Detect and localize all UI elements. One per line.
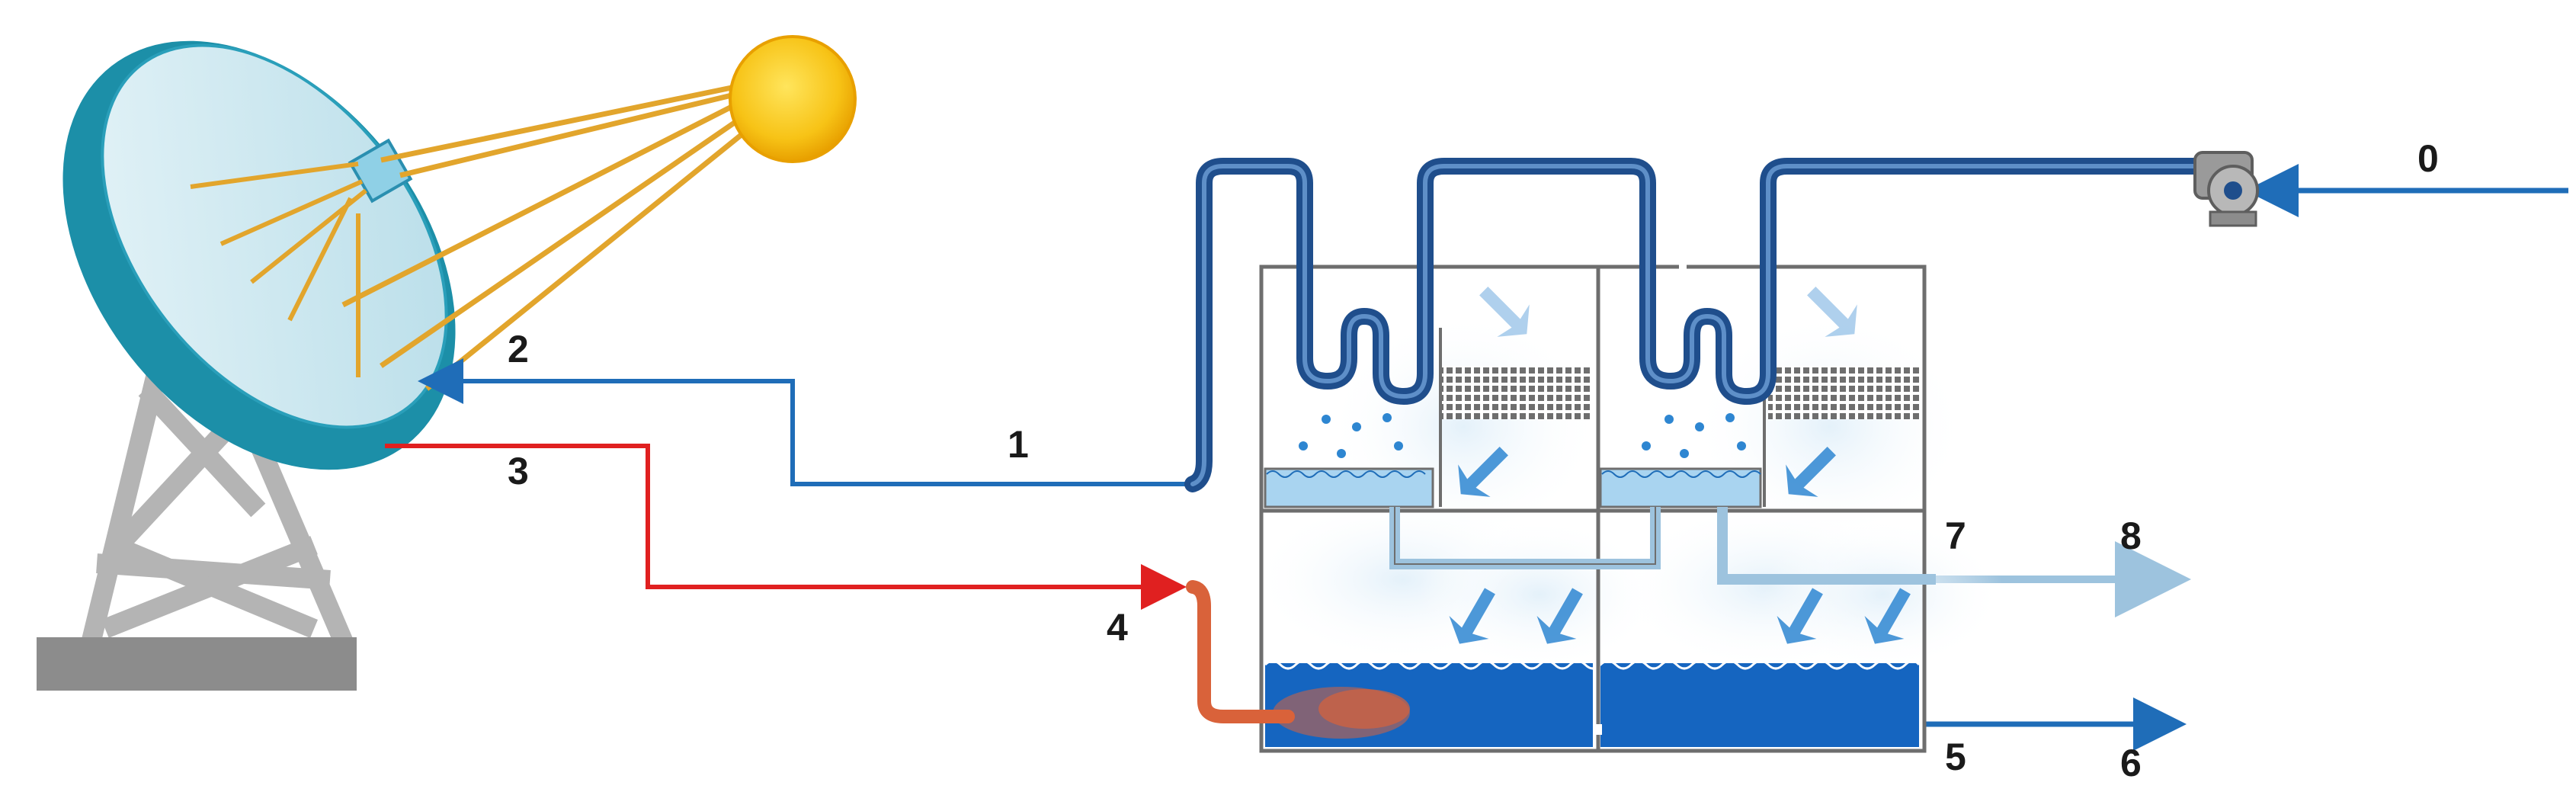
- stream-label-4: 4: [1107, 606, 1128, 649]
- stream-label-1: 1: [1008, 423, 1029, 466]
- sun-rays: [341, 85, 745, 391]
- distillate-tray-2: [1599, 467, 1762, 508]
- distillate-pipe-2: [1717, 507, 1936, 585]
- tank-walls: [1259, 265, 1927, 753]
- solar-dish-icon: [37, 40, 456, 691]
- stream-label-8: 8: [2120, 515, 2142, 557]
- demister-icon: [1440, 366, 1593, 419]
- brine-waves: [1264, 659, 1921, 670]
- vapor-arrows: [1449, 287, 1911, 644]
- heater: [1273, 687, 1410, 739]
- pump-icon: [2193, 151, 2259, 227]
- hot-inlet-pipe: [1186, 580, 1295, 723]
- stream-label-3: 3: [508, 450, 529, 492]
- stream-label-6: 6: [2120, 742, 2142, 784]
- distillate-tray-1: [1264, 467, 1434, 508]
- desalination-unit: [1184, 158, 2219, 753]
- stream-label-0: 0: [2417, 137, 2439, 180]
- brine-pool-2: [1600, 663, 1919, 747]
- stream-1-2-line: [418, 358, 1189, 486]
- stream-label-7: 7: [1945, 515, 1966, 557]
- tower: [79, 346, 357, 654]
- stream-label-5: 5: [1945, 736, 1966, 778]
- stream-3-4-line: [385, 444, 1187, 610]
- stream-label-2: 2: [508, 328, 529, 370]
- sun-icon: [729, 35, 857, 163]
- demister-icon: [1768, 366, 1921, 419]
- condensate-drops: [1299, 413, 1746, 458]
- tower-base: [37, 637, 357, 691]
